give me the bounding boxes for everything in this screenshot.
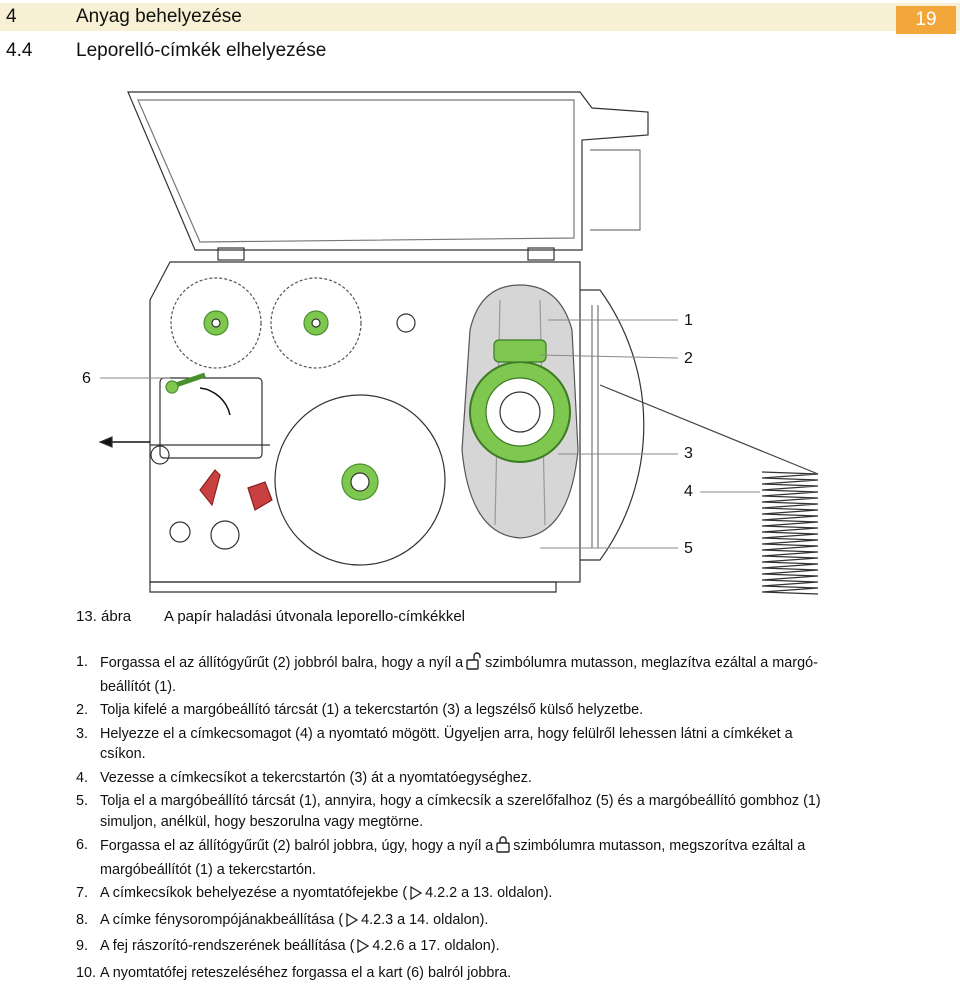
step-text: Tolja kifelé a margóbeállító tárcsát (1)…	[100, 702, 644, 718]
caption-text: A papír haladási útvonala leporello-címk…	[164, 608, 466, 625]
callout-3: 3	[684, 445, 693, 462]
instruction-step: 10.A nyomtatófej reteszeléséhez forgassa…	[76, 963, 946, 984]
fanfold-stack	[761, 471, 819, 595]
roll-holder	[461, 284, 579, 539]
instruction-step: 1. Forgassa el az állítógyűrűt (2) jobbró…	[76, 652, 946, 697]
step-text: Forgassa el az állítógyűrűt (2) balról j…	[100, 838, 494, 854]
step-number: 7.	[76, 885, 89, 901]
chapter-title: Anyag behelyezése	[76, 6, 242, 27]
step-number: 10.	[76, 964, 97, 981]
step-text: A címke fénysorompójánakbeállítása (	[100, 911, 344, 928]
step-text-line2: beállítót (1).	[100, 678, 176, 695]
callout-2: 2	[684, 350, 693, 367]
step-text-continued: 4.2.3 a 14. oldalon).	[361, 911, 489, 928]
section-title: Leporelló-címkék elhelyezése	[76, 40, 327, 61]
step-number: 2.	[76, 702, 89, 718]
step-number: 1.	[76, 654, 89, 670]
lock-icon	[495, 835, 511, 860]
step-text: Tolja el a margóbeállító tárcsát (1), an…	[100, 793, 821, 809]
chapter-number: 4	[6, 6, 17, 27]
instruction-step: 9. A fej rászorító-rendszerének beállítás…	[76, 936, 946, 960]
step-text: Helyezze el a címkecsomagot (4) a nyomta…	[100, 725, 793, 742]
instruction-step: 4. Vezesse a címkecsíkot a tekercstartón …	[76, 768, 946, 789]
figure-caption: 13. ábra A papír haladási útvonala lepor…	[76, 608, 465, 625]
step-number: 6.	[76, 837, 89, 853]
step-text-continued: szimbólumra mutasson, megszorítva ezálta…	[513, 838, 806, 854]
instruction-step: 6. Forgassa el az állítógyűrűt (2) balról…	[76, 835, 946, 880]
step-text: A címkecsíkok behelyezése a nyomtatófeje…	[100, 885, 408, 901]
callout-5: 5	[684, 540, 693, 557]
step-text-line2: margóbeállítót (1) a tekercstartón.	[100, 861, 316, 878]
printer-lid	[127, 91, 649, 261]
step-text-line2: simuljon, anélkül, hogy beszorulna vagy …	[100, 813, 424, 830]
callout-6: 6	[82, 370, 91, 387]
step-text: A nyomtatófej reteszeléséhez forgassa el…	[100, 964, 512, 981]
page-number: 19	[896, 6, 956, 34]
instruction-step: 3. Helyezze el a címkecsomagot (4) a nyom…	[76, 724, 946, 765]
callout-4: 4	[684, 483, 693, 500]
instruction-step: 7. A címkecsíkok behelyezése a nyomtatófe…	[76, 883, 946, 907]
printer-body	[149, 261, 645, 593]
instruction-step: 8. A címke fénysorompójánakbeállítása ( 4.…	[76, 910, 946, 934]
caption-label: 13. ábra	[76, 608, 132, 625]
step-text-continued: 4.2.2 a 13. oldalon).	[425, 885, 553, 901]
callout-1: 1	[684, 312, 693, 329]
step-text: A fej rászorító-rendszerének beállítása …	[100, 938, 355, 954]
gear-wheels	[170, 277, 362, 369]
section-number: 4.4	[6, 40, 33, 61]
step-text-line2: csíkon.	[100, 746, 146, 762]
instruction-step: 2. Tolja kifelé a margóbeállító tárcsát (…	[76, 700, 946, 721]
step-number: 8.	[76, 911, 89, 928]
step-text: Forgassa el az állítógyűrűt (2) jobbról …	[100, 655, 464, 671]
step-text-continued: szimbólumra mutasson, meglazítva ezáltal…	[485, 655, 818, 671]
unlock-icon	[465, 652, 483, 677]
label-roll	[274, 394, 446, 566]
instruction-list: 1. Forgassa el az állítógyűrűt (2) jobbró…	[76, 652, 946, 986]
printer-figure: 1 2 3 4 5 6	[0, 80, 960, 600]
instruction-step: 5. Tolja el a margóbeállító tárcsát (1), …	[76, 791, 946, 832]
chapter-header: 4 Anyag behelyezése 19	[0, 3, 960, 34]
ref-arrow-icon	[409, 885, 423, 907]
step-text-continued: 4.2.6 a 17. oldalon).	[372, 938, 500, 954]
step-number: 4.	[76, 769, 89, 786]
print-head-block	[159, 377, 263, 459]
ref-arrow-icon	[345, 912, 359, 934]
step-number: 5.	[76, 793, 89, 809]
ref-arrow-icon	[356, 938, 370, 960]
step-number: 3.	[76, 725, 89, 742]
step-text: Vezesse a címkecsíkot a tekercstartón (3…	[100, 769, 532, 786]
green-hubs	[203, 310, 379, 501]
step-number: 9.	[76, 938, 89, 954]
section-header: 4.4 Leporelló-címkék elhelyezése	[0, 37, 960, 63]
printer-diagram	[98, 91, 819, 595]
